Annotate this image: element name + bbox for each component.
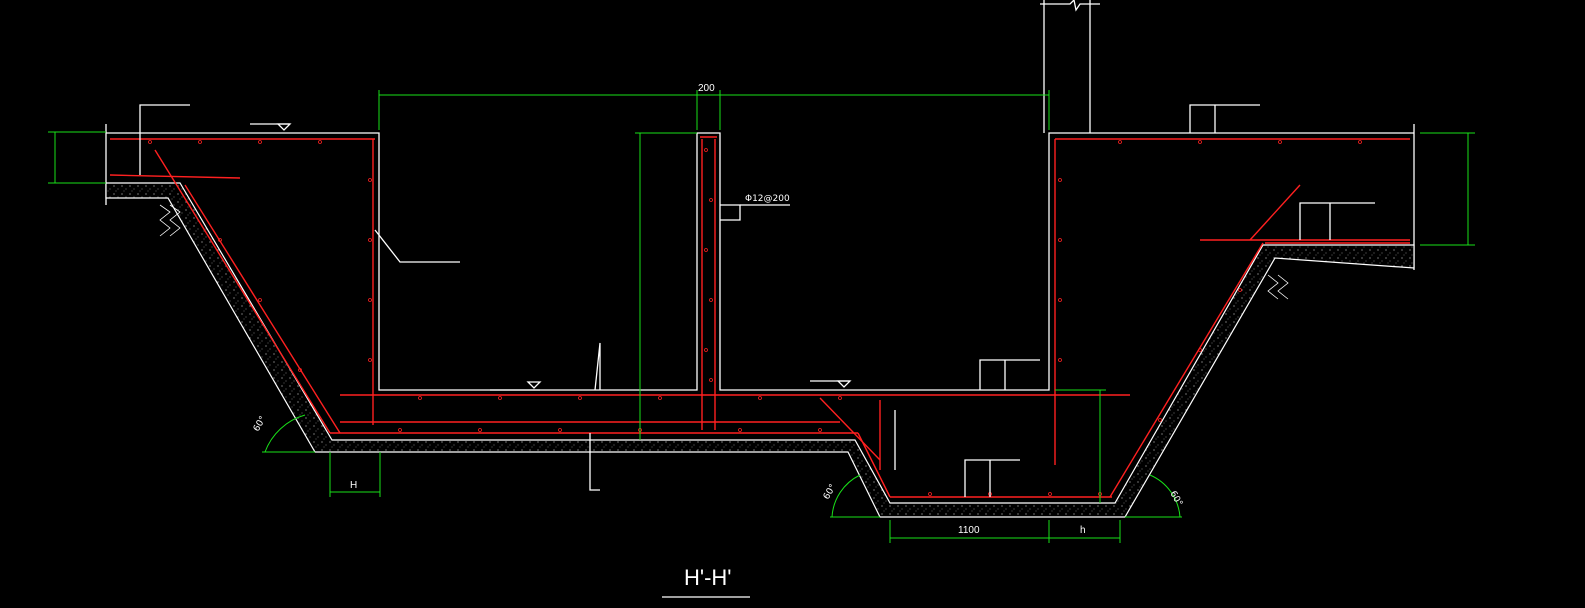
dim-pit-bottom: 1100 [958, 525, 980, 536]
dimension-lines [48, 90, 1475, 543]
section-title-text: H'-H' [684, 565, 732, 590]
concrete-cushion [105, 182, 1415, 518]
rebar-spec-label: Φ12@200 [745, 194, 790, 204]
annotations: 200 1100 h H Φ12@200 60° 60° 60° [252, 83, 1184, 536]
angle-pit-right-label: 60° [1167, 490, 1184, 509]
angle-left-label: 60° [252, 415, 269, 434]
structure-outline [105, 0, 1415, 391]
leader-lines [139, 104, 1375, 497]
dim-middle-wall: 200 [698, 83, 715, 94]
dim-pit-h: h [1080, 525, 1086, 536]
angle-pit-left-label: 60° [822, 483, 839, 502]
rebar-lines [109, 136, 1410, 498]
soil-hatch-left [159, 204, 181, 237]
soil-hatch-right [1267, 274, 1289, 300]
section-title: H'-H' [662, 565, 750, 598]
dim-footing-H: H [350, 480, 357, 491]
